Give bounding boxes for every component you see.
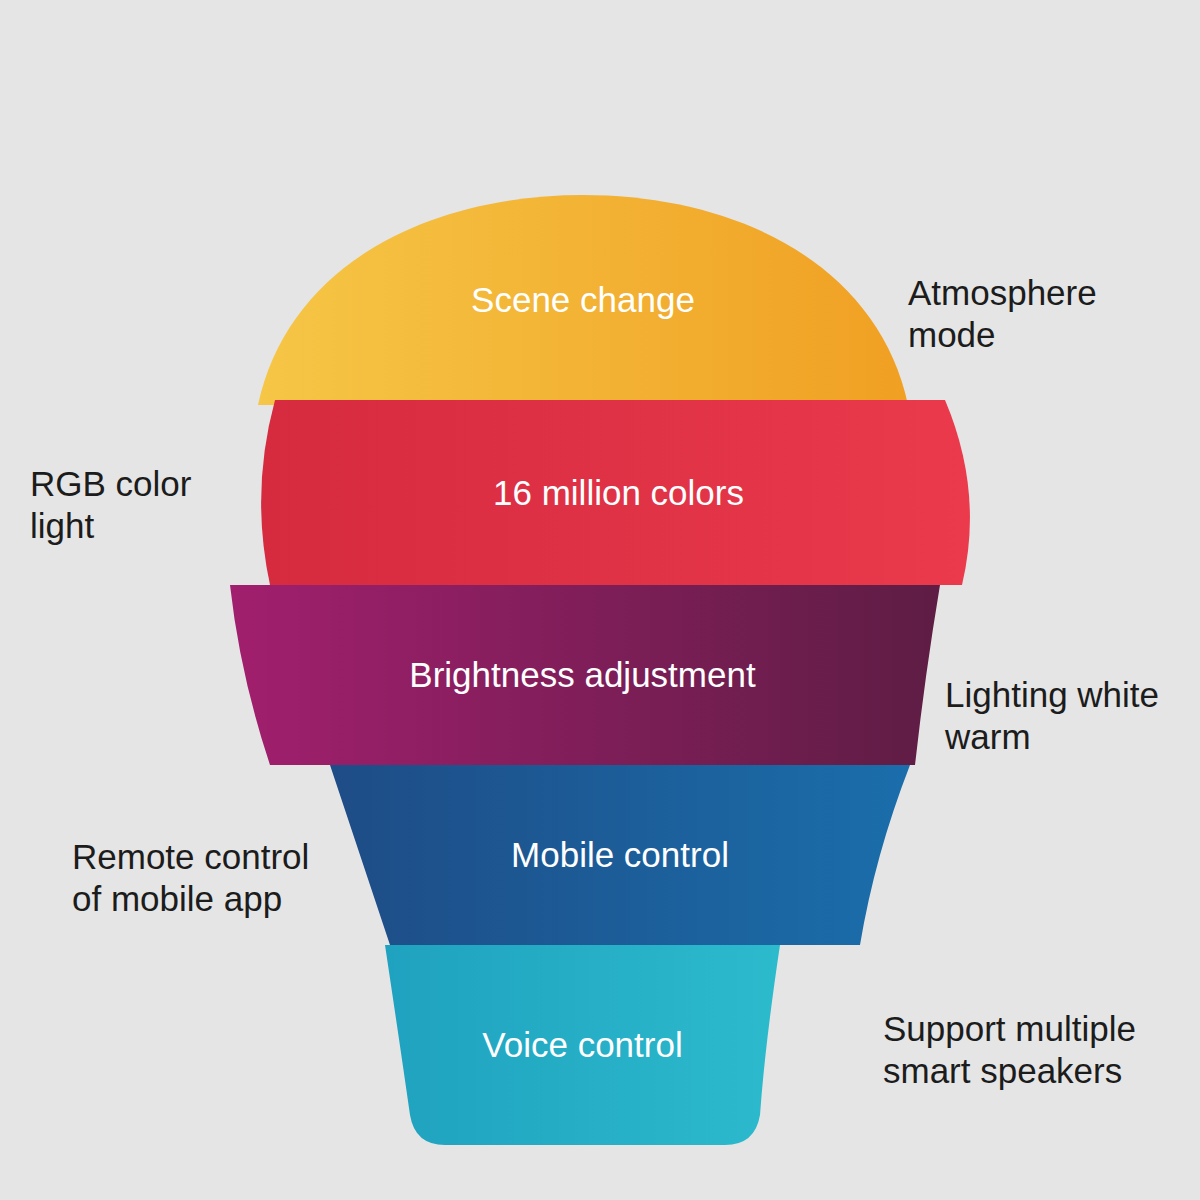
- band-fill: [258, 195, 908, 405]
- bulb-dome-band: Scene change: [258, 195, 908, 405]
- band-text: Voice control: [482, 1025, 682, 1065]
- band-fill: [330, 765, 910, 945]
- band-text-holder: Brightness adjustment: [225, 585, 940, 765]
- band-text: Scene change: [471, 280, 695, 320]
- band-fill: [385, 945, 780, 1145]
- band-text: 16 million colors: [493, 473, 744, 513]
- band-text-holder: 16 million colors: [262, 400, 975, 585]
- feature-label: Lighting white warm: [945, 674, 1160, 758]
- band-text-holder: Mobile control: [330, 765, 910, 945]
- band-text-holder: Voice control: [385, 945, 780, 1145]
- feature-label: Atmosphere mode: [908, 272, 1178, 356]
- bulb-purple-band: Brightness adjustment: [225, 585, 940, 765]
- band-text: Mobile control: [511, 835, 729, 875]
- bulb-red-band: 16 million colors: [262, 400, 975, 585]
- band-text-holder: Scene change: [258, 195, 908, 405]
- band-text: Brightness adjustment: [409, 655, 755, 695]
- band-fill: [261, 400, 970, 585]
- feature-label: Remote control of mobile app: [72, 836, 337, 920]
- feature-label: Support multiple smart speakers: [883, 1008, 1188, 1092]
- feature-label: RGB color light: [30, 463, 230, 547]
- bulb-blue-band: Mobile control: [330, 765, 910, 945]
- bulb-base-band: Voice control: [385, 945, 780, 1145]
- band-fill: [230, 585, 940, 765]
